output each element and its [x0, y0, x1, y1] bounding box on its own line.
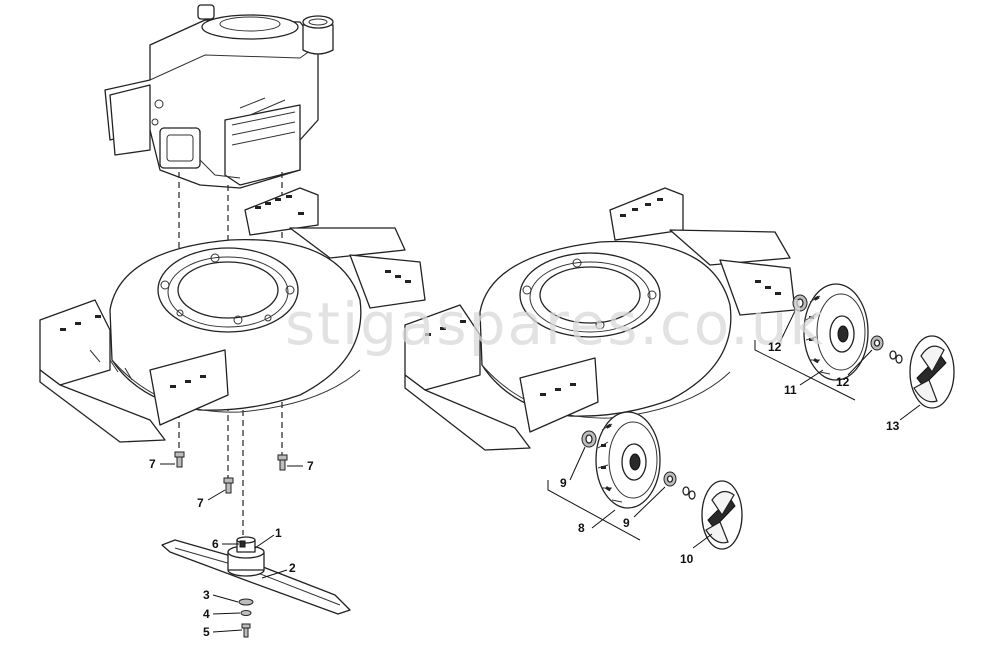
callout-10: 10	[680, 552, 694, 566]
front-wheel-spacer	[682, 486, 696, 500]
callout-9-inner: 9	[560, 476, 567, 490]
callout-6: 6	[212, 537, 219, 551]
callout-3: 3	[203, 588, 210, 602]
rear-wheel-spacer	[889, 350, 903, 364]
front-wheel	[595, 411, 661, 509]
callout-12-inner: 12	[768, 340, 782, 354]
callout-7-middle: 7	[197, 496, 204, 510]
front-wheel-bearing-outer	[663, 471, 677, 487]
washer	[238, 598, 254, 606]
callout-7-left: 7	[149, 457, 156, 471]
mower-deck-left	[39, 187, 426, 443]
engine	[104, 4, 334, 189]
front-hubcap	[701, 480, 743, 550]
rear-wheel-bearing-inner	[792, 294, 808, 312]
screw-7-middle	[223, 477, 234, 494]
callout-1: 1	[275, 526, 282, 540]
callout-5: 5	[203, 625, 210, 639]
watermark: stigaspares.co.uk	[285, 290, 826, 358]
mower-deck-right	[404, 187, 796, 451]
callout-7-right: 7	[307, 459, 314, 473]
screw-7-right	[277, 454, 288, 471]
callout-13: 13	[886, 419, 900, 433]
rear-wheel	[803, 283, 869, 381]
callout-12-outer: 12	[836, 375, 850, 389]
rear-wheel-bearing-outer	[870, 335, 884, 351]
leader-lines	[160, 310, 921, 633]
front-wheel-bearing-inner	[581, 430, 597, 448]
callout-4: 4	[203, 607, 210, 621]
screw-7-left	[174, 451, 185, 468]
callout-9-outer: 9	[623, 516, 630, 530]
blade-hub	[227, 536, 265, 577]
lock-washer	[240, 610, 252, 616]
callout-2: 2	[289, 561, 296, 575]
callout-11: 11	[784, 383, 797, 397]
key-pin	[239, 540, 246, 548]
blade-bolt	[241, 623, 251, 638]
rear-hubcap	[909, 335, 955, 409]
callout-8: 8	[578, 521, 585, 535]
